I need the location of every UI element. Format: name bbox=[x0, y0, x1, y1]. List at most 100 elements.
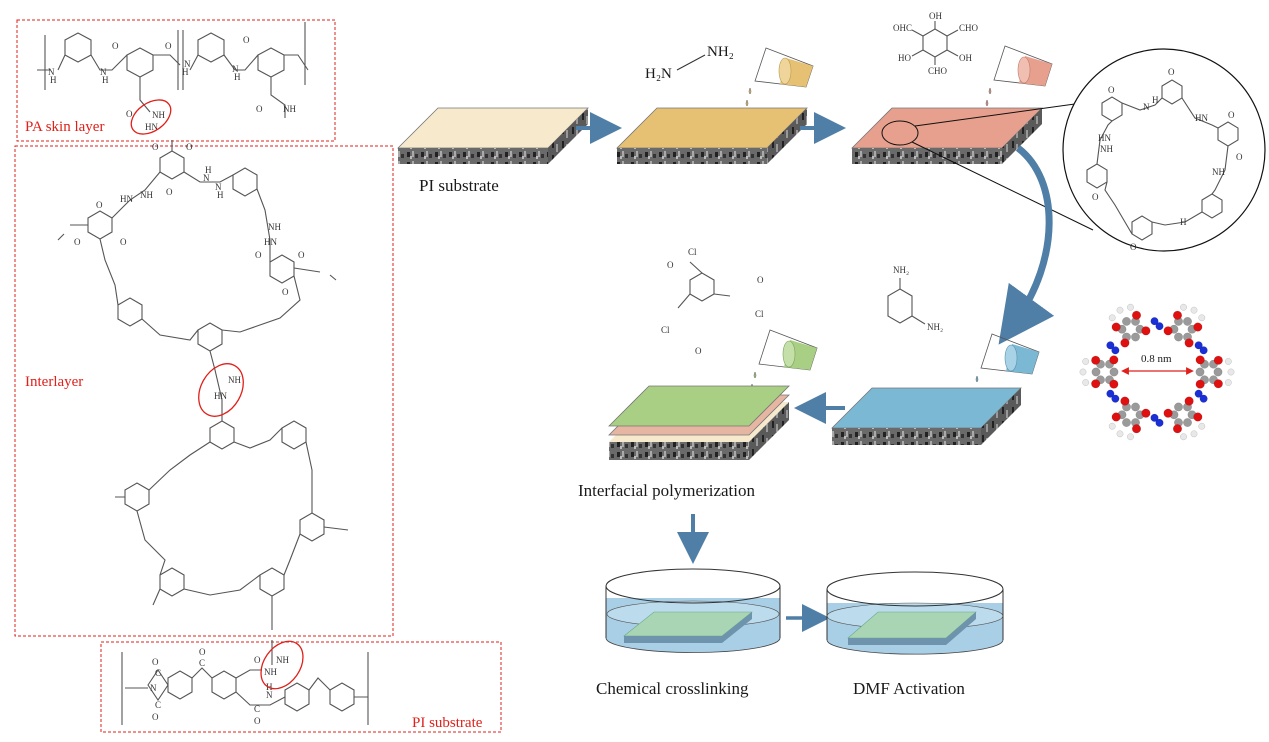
carbon-atom bbox=[1131, 402, 1140, 412]
atom-label: N bbox=[48, 67, 55, 77]
nitrogen-atom bbox=[1194, 341, 1203, 350]
atom-label: N bbox=[184, 59, 191, 69]
atom-label: C bbox=[254, 704, 260, 714]
step-chemical-crosslinking: Chemical crosslinking bbox=[596, 568, 781, 698]
hydrogen-atom bbox=[1082, 358, 1090, 365]
zoom-region-marker bbox=[881, 120, 919, 146]
hydrogen-atom bbox=[1127, 303, 1134, 311]
oxygen-atom bbox=[1109, 379, 1119, 389]
interlayer-box: O O O H N N H HN NH NH HN O O O O O O NH… bbox=[14, 140, 394, 637]
hydrogen-atom bbox=[1079, 368, 1087, 376]
hydrogen-atom bbox=[1180, 303, 1187, 311]
nitrogen-atom bbox=[1199, 394, 1208, 403]
atom-label: OHC bbox=[893, 23, 912, 33]
pi-polymer-structure bbox=[121, 640, 369, 725]
oxygen-atom bbox=[1163, 326, 1173, 336]
step-tp-monomer: OH OHC CHO HO OH CHO bbox=[851, 11, 1094, 231]
interlayer-cof-structure bbox=[57, 140, 349, 630]
carbon-atom bbox=[1174, 402, 1183, 412]
atom-label: N bbox=[1143, 102, 1150, 112]
beaker-icon bbox=[985, 45, 1053, 107]
membrane-side bbox=[749, 402, 789, 460]
hydrogen-atom bbox=[1227, 368, 1235, 376]
oxygen-atom bbox=[1172, 424, 1182, 434]
atom-label: OH bbox=[959, 53, 972, 63]
nitrogen-atom bbox=[1150, 317, 1159, 326]
atom-label: NH₂ bbox=[893, 265, 909, 275]
nitrogen-atom bbox=[1155, 418, 1164, 427]
atom-label: O bbox=[199, 647, 206, 657]
atom-label: O bbox=[1228, 110, 1235, 120]
oxygen-atom bbox=[1132, 310, 1142, 320]
hydrogen-atom bbox=[1127, 433, 1134, 441]
oxygen-atom bbox=[1120, 338, 1130, 348]
atom-label: O bbox=[254, 655, 261, 665]
pi-substrate-label: PI substrate bbox=[412, 715, 483, 731]
atom-label: HN bbox=[145, 122, 158, 132]
atom-label: O bbox=[112, 41, 119, 51]
membrane-side bbox=[767, 108, 807, 164]
atom-label: O bbox=[1168, 67, 1175, 77]
atom-label: HN bbox=[1098, 133, 1111, 143]
oxygen-atom bbox=[1141, 408, 1151, 418]
atom-label: O bbox=[757, 275, 764, 285]
nitrogen-atom bbox=[1106, 341, 1115, 350]
oxygen-atom bbox=[1213, 379, 1223, 389]
atom-label: HN bbox=[120, 194, 133, 204]
atom-label: N bbox=[150, 683, 157, 693]
nitrogen-atom bbox=[1199, 346, 1208, 355]
atom-label: O bbox=[254, 716, 261, 726]
pore-ball-stick-model bbox=[1079, 303, 1235, 441]
step-dmf-activation: DMF Activation bbox=[826, 571, 1004, 698]
atom-label: HN bbox=[214, 391, 227, 401]
oxygen-atom bbox=[1109, 355, 1119, 365]
oxygen-atom bbox=[1195, 355, 1205, 365]
oxygen-atom bbox=[1184, 338, 1194, 348]
hydrogen-atom bbox=[1180, 433, 1187, 441]
hydrogen-atom bbox=[1108, 314, 1116, 322]
atom-label: O bbox=[152, 712, 159, 722]
atom-label: O bbox=[152, 142, 159, 152]
cof-structure-zoom-circle: O O O O HN NH H N H HN NH O O bbox=[1062, 48, 1266, 252]
atom-label: H bbox=[102, 75, 109, 85]
atom-label: NH bbox=[283, 104, 296, 114]
hydrogen-atom bbox=[1116, 430, 1124, 438]
oxygen-atom bbox=[1120, 396, 1130, 406]
oxygen-atom bbox=[1111, 322, 1121, 332]
oxygen-atom bbox=[1163, 408, 1173, 418]
membrane-side bbox=[617, 148, 767, 164]
hydrogen-atom bbox=[1198, 422, 1206, 430]
atom-label: N bbox=[203, 173, 210, 183]
atom-label: H bbox=[1152, 95, 1159, 105]
pi-substrate-box: N O C C O O C O NH NH H N C O PI substra… bbox=[100, 640, 502, 733]
atom-label: NH bbox=[276, 655, 289, 665]
oxygen-atom bbox=[1141, 326, 1151, 336]
atom-label: Cl bbox=[661, 325, 670, 335]
atom-label: NH bbox=[228, 375, 241, 385]
hydrogen-atom bbox=[1116, 306, 1124, 314]
membrane-side bbox=[398, 148, 548, 164]
carbon-atom bbox=[1174, 332, 1183, 342]
hydrogen-atom bbox=[1190, 306, 1198, 314]
atom-label: HN bbox=[264, 237, 277, 247]
atom-label: N bbox=[100, 67, 107, 77]
membrane-side bbox=[1002, 108, 1042, 164]
zoom-line bbox=[911, 141, 1094, 231]
organic-phase-sheet bbox=[608, 385, 790, 427]
pa-skin-layer-box: N H O N H O N H N H O O NH O NH HN PA sk… bbox=[16, 19, 336, 142]
atom-label: O bbox=[298, 250, 305, 260]
carbon-atom bbox=[1091, 367, 1101, 377]
oxygen-atom bbox=[1184, 396, 1194, 406]
atom-label: NH bbox=[268, 222, 281, 232]
nitrogen-atom bbox=[1155, 322, 1164, 331]
atom-label: O bbox=[120, 237, 127, 247]
oxygen-atom bbox=[1193, 322, 1203, 332]
oxygen-atom bbox=[1172, 310, 1182, 320]
carbon-atom bbox=[1122, 418, 1131, 427]
atom-label: H bbox=[182, 67, 189, 77]
atom-label: O bbox=[282, 287, 289, 297]
atom-label: H bbox=[50, 75, 57, 85]
carbon-atom bbox=[1131, 332, 1140, 342]
atom-label: NH bbox=[140, 190, 153, 200]
